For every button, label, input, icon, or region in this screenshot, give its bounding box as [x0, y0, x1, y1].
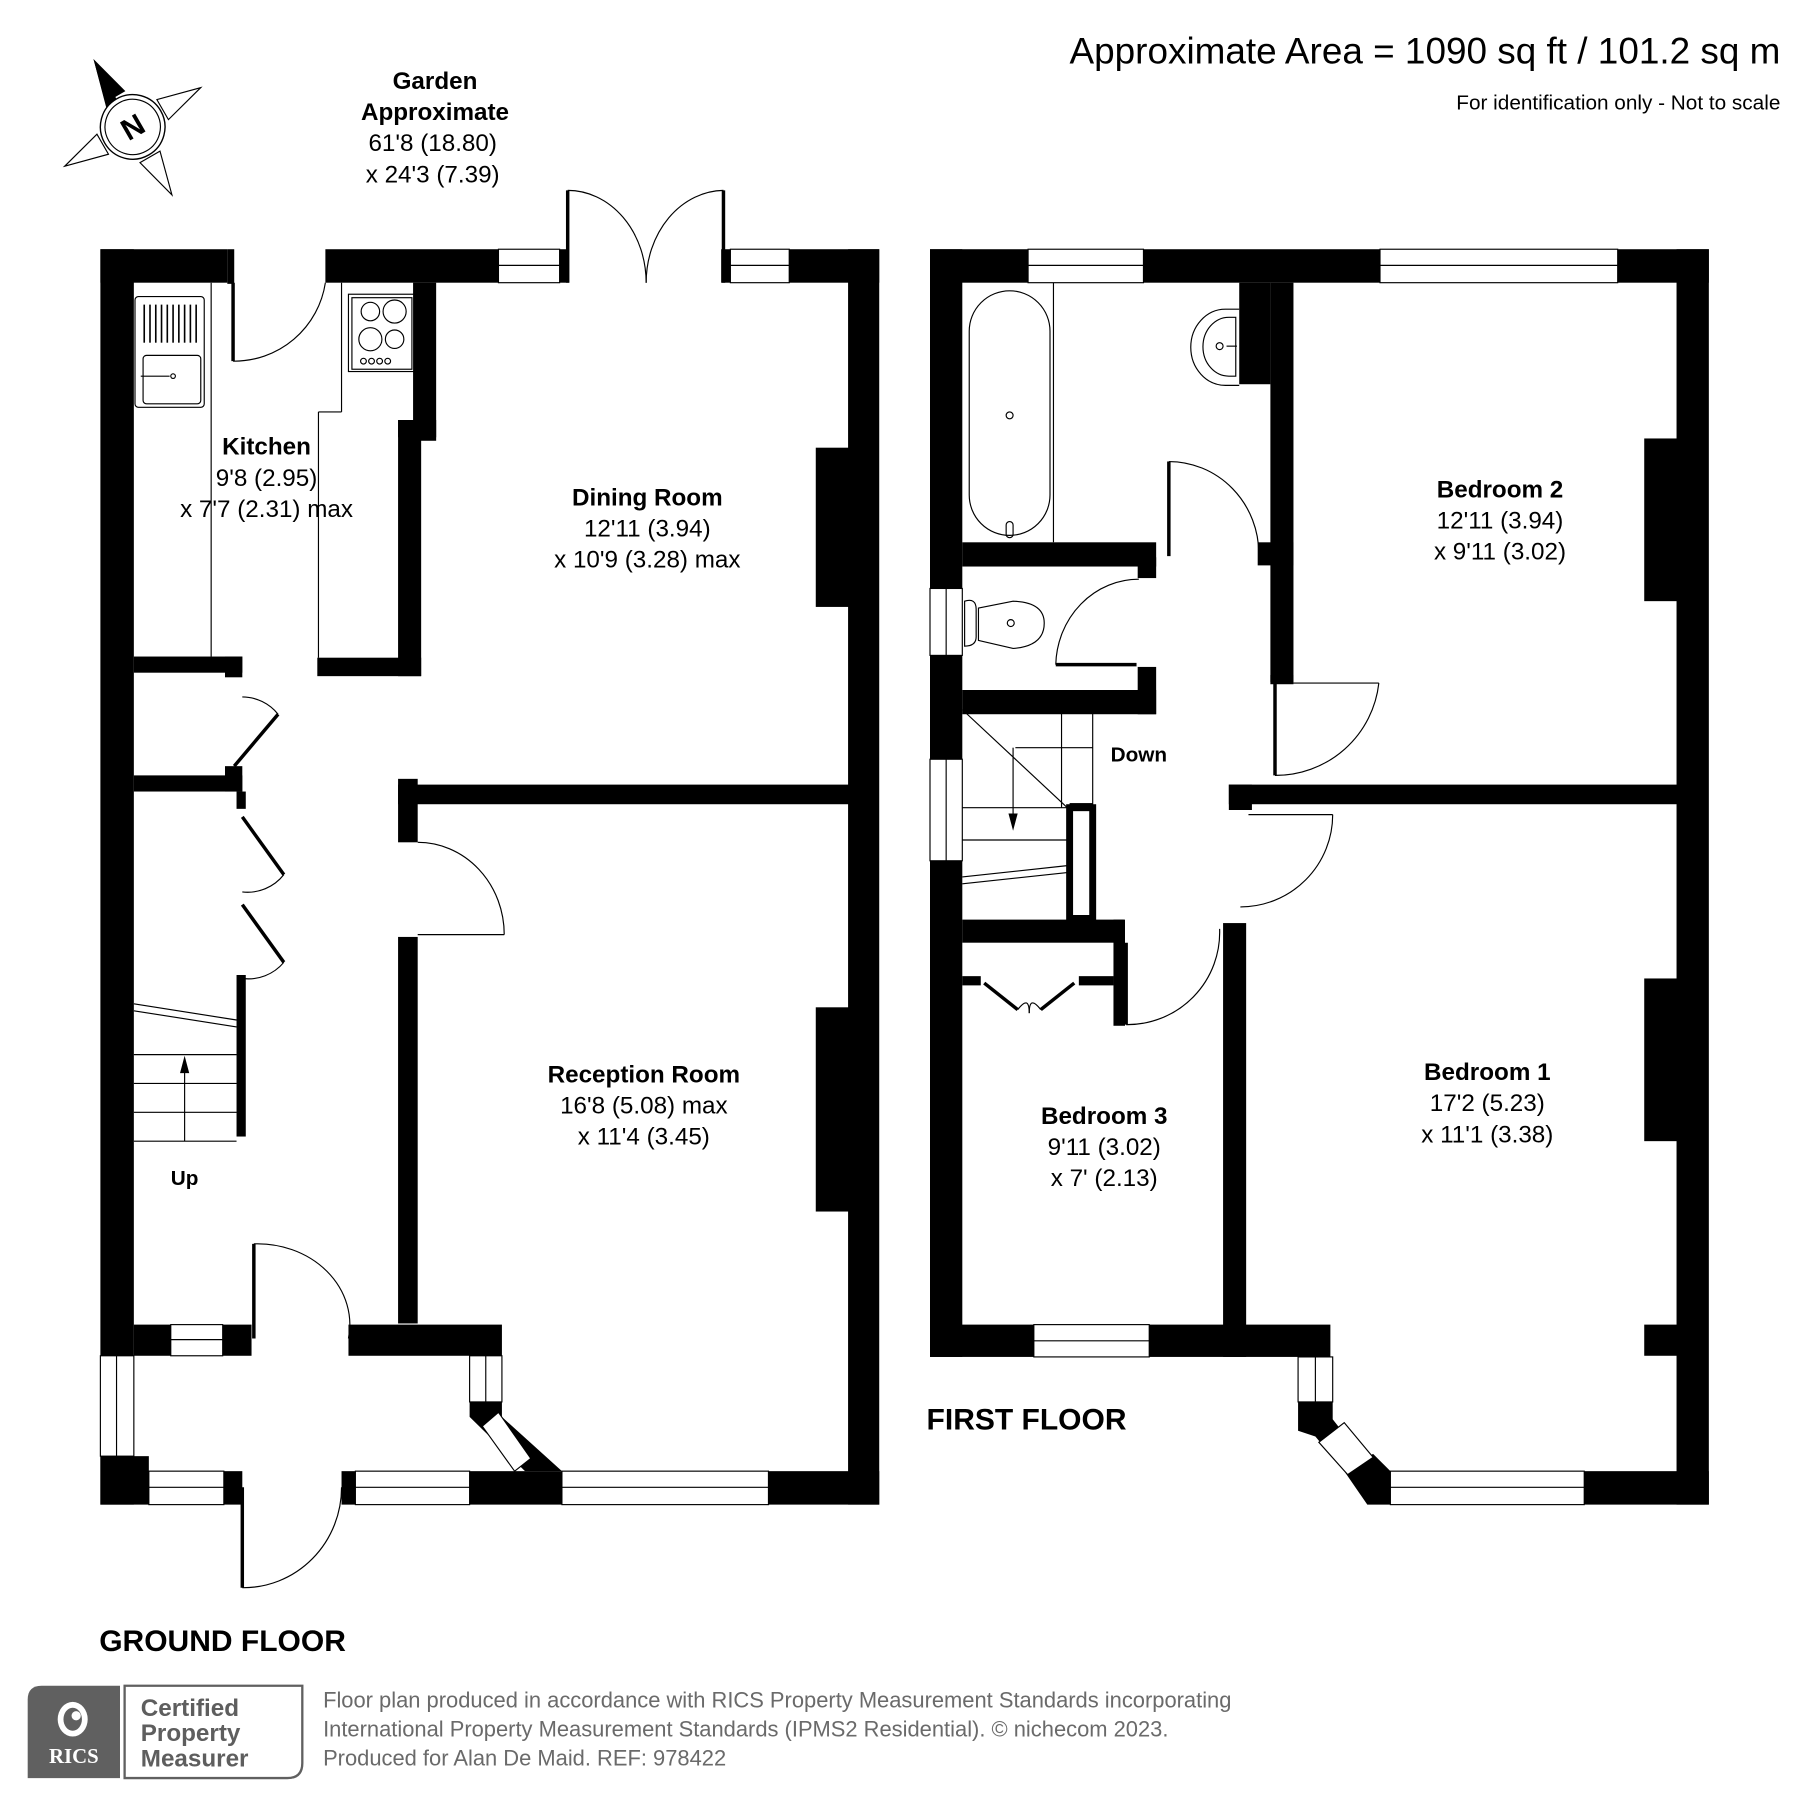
svg-text:12'11 (3.94): 12'11 (3.94)	[584, 516, 711, 543]
stairs-up: Up	[133, 1003, 237, 1190]
svg-text:x 24'3 (7.39): x 24'3 (7.39)	[366, 161, 500, 188]
svg-text:16'8 (5.08) max: 16'8 (5.08) max	[560, 1092, 728, 1119]
first-floor-windows	[929, 248, 1619, 1506]
landing-rail	[1066, 804, 1097, 922]
svg-text:x 7' (2.13): x 7' (2.13)	[1051, 1165, 1158, 1192]
svg-text:x 11'4 (3.45): x 11'4 (3.45)	[578, 1124, 710, 1151]
bath-icon	[968, 290, 1051, 536]
room-bedroom-2: Bedroom 2 12'11 (3.94) x 9'11 (3.02)	[1434, 476, 1566, 565]
svg-text:61'8 (18.80): 61'8 (18.80)	[368, 130, 497, 157]
svg-text:9'11 (3.02): 9'11 (3.02)	[1048, 1134, 1161, 1161]
svg-text:Dining Room: Dining Room	[572, 484, 723, 511]
bathroom-fixtures	[964, 282, 1240, 650]
svg-text:Garden: Garden	[393, 68, 478, 95]
toilet-icon	[964, 599, 1045, 650]
stairs-down: Down	[961, 709, 1167, 885]
approximate-area: Approximate Area = 1090 sq ft / 101.2 sq…	[1070, 30, 1781, 71]
compass-north-icon: N	[62, 58, 203, 197]
svg-text:Bedroom 2: Bedroom 2	[1437, 476, 1564, 503]
rics-badge: RICS Certified Property Measurer	[27, 1684, 304, 1780]
svg-text:9'8 (2.95): 9'8 (2.95)	[216, 465, 318, 492]
hob-icon	[347, 293, 416, 373]
svg-text:x 11'1 (3.38): x 11'1 (3.38)	[1421, 1121, 1553, 1148]
ground-floor-walls	[100, 249, 880, 1505]
room-dining-room: Dining Room 12'11 (3.94) x 10'9 (3.28) m…	[554, 484, 740, 573]
footer-ipms-line: International Property Measurement Stand…	[323, 1717, 1168, 1742]
stairs-up-label: Up	[171, 1167, 199, 1190]
room-bedroom-1: Bedroom 1 17'2 (5.23) x 11'1 (3.38)	[1421, 1059, 1553, 1148]
svg-text:x 9'11 (3.02): x 9'11 (3.02)	[1434, 539, 1566, 566]
svg-text:Bedroom 1: Bedroom 1	[1424, 1059, 1550, 1086]
svg-text:Kitchen: Kitchen	[222, 434, 311, 461]
svg-text:17'2 (5.23): 17'2 (5.23)	[1430, 1090, 1545, 1117]
stairs-down-label: Down	[1111, 744, 1167, 767]
svg-text:Measurer: Measurer	[141, 1746, 249, 1773]
svg-text:RICS: RICS	[49, 1746, 99, 1768]
sink-icon	[134, 295, 205, 408]
scale-note: For identification only - Not to scale	[1456, 92, 1780, 115]
svg-text:Reception Room: Reception Room	[548, 1061, 740, 1088]
ground-floor-doors	[231, 189, 726, 1589]
first-floor-doors	[983, 460, 1380, 1026]
kitchen-fixtures	[134, 282, 416, 658]
svg-text:Approximate: Approximate	[361, 99, 509, 126]
arrow-up-icon	[180, 1055, 190, 1074]
room-bedroom-3: Bedroom 3 9'11 (3.02) x 7' (2.13)	[1041, 1103, 1168, 1192]
svg-text:Certified: Certified	[141, 1695, 239, 1722]
basin-icon	[1190, 308, 1240, 386]
svg-text:Bedroom 3: Bedroom 3	[1041, 1103, 1168, 1130]
arrow-down-icon	[1008, 813, 1018, 831]
lion-icon	[57, 1701, 88, 1737]
svg-text:12'11 (3.94): 12'11 (3.94)	[1437, 507, 1564, 534]
svg-text:Property: Property	[141, 1720, 241, 1747]
footer-ref-line: Produced for Alan De Maid. REF: 978422	[323, 1745, 726, 1770]
garden-label: Garden Approximate 61'8 (18.80) x 24'3 (…	[361, 68, 509, 188]
footer-standards-line: Floor plan produced in accordance with R…	[323, 1688, 1231, 1713]
ground-floor-label: GROUND FLOOR	[99, 1625, 346, 1658]
first-floor-label: FIRST FLOOR	[927, 1404, 1127, 1437]
room-reception-room: Reception Room 16'8 (5.08) max x 11'4 (3…	[548, 1061, 740, 1150]
first-floor-walls	[930, 249, 1709, 1505]
ground-floor-windows	[99, 248, 790, 1506]
svg-text:x 10'9 (3.28) max: x 10'9 (3.28) max	[554, 547, 740, 574]
room-kitchen: Kitchen 9'8 (2.95) x 7'7 (2.31) max	[180, 434, 353, 523]
svg-text:x 7'7 (2.31) max: x 7'7 (2.31) max	[180, 496, 353, 523]
